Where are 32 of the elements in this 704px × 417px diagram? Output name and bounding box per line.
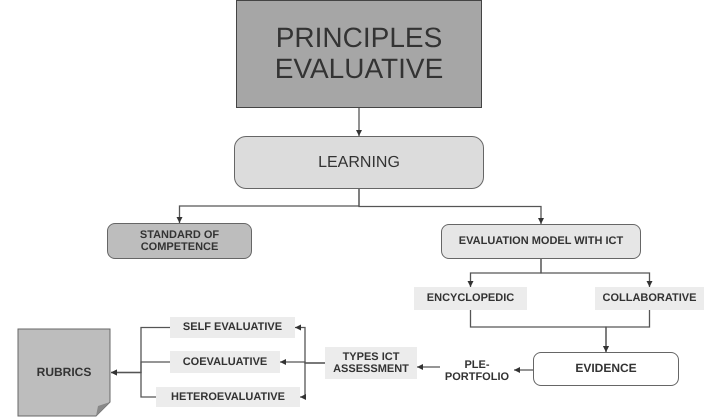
label-box bbox=[170, 317, 295, 338]
node-label: EVALUATION MODEL WITH ICT bbox=[458, 235, 624, 248]
process-box bbox=[533, 352, 679, 386]
label-box bbox=[595, 287, 704, 310]
node-label: TYPES ICT ASSESSMENT bbox=[332, 350, 410, 376]
arrow bbox=[514, 367, 533, 373]
node-label: EVIDENCE bbox=[575, 362, 637, 376]
node-label: SELF EVALUATIVE bbox=[182, 321, 282, 334]
title-box bbox=[236, 0, 482, 108]
label-box bbox=[325, 347, 417, 379]
title-text: PRINCIPLES EVALUATIVE bbox=[274, 23, 444, 85]
label-box bbox=[414, 287, 527, 310]
process-box bbox=[107, 223, 252, 259]
process-box bbox=[234, 136, 484, 189]
node-label: COLLABORATIVE bbox=[602, 292, 696, 305]
node-label: ENCYCLOPEDIC bbox=[426, 292, 514, 305]
label-box bbox=[170, 351, 280, 373]
node-label: PLE-PORTFOLIO bbox=[444, 358, 510, 384]
arrow bbox=[603, 310, 650, 352]
process-box bbox=[441, 224, 641, 259]
arrow bbox=[111, 370, 156, 398]
node-label: STANDARD OF COMPETENCE bbox=[138, 228, 220, 254]
node-label: RUBRICS bbox=[36, 366, 92, 380]
label-box bbox=[156, 387, 300, 407]
arrow bbox=[417, 364, 440, 370]
arrow bbox=[540, 259, 652, 287]
arrow bbox=[300, 362, 325, 400]
node-label: HETEROEVALUATIVE bbox=[171, 390, 285, 404]
node-label: COEVALUATIVE bbox=[182, 356, 268, 368]
arrow bbox=[356, 108, 362, 136]
node-label: LEARNING bbox=[318, 154, 400, 172]
arrow bbox=[358, 189, 544, 224]
